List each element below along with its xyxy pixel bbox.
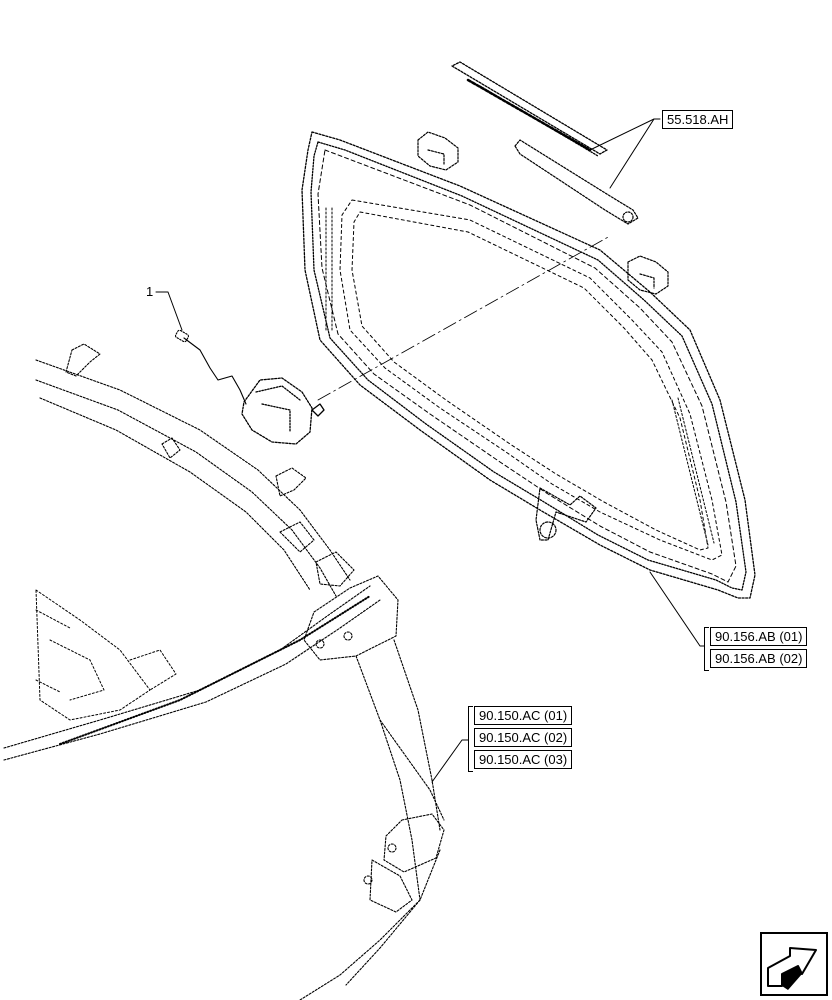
next-page-arrow-icon[interactable] (760, 932, 828, 996)
gas-strut (325, 207, 715, 546)
ref-door-seal-01[interactable]: 90.156.AB (01) (710, 627, 808, 646)
wiper-motor (241, 377, 325, 445)
door-seal (301, 131, 756, 599)
callout-leader-1 (155, 291, 183, 331)
ref-frame-02[interactable]: 90.150.AC (02) (474, 728, 573, 747)
corner-post (299, 575, 445, 1000)
rear-glass (339, 199, 723, 561)
ref-door-seal-02[interactable]: 90.156.AB (02) (710, 649, 808, 668)
ref-bracket-door-seal (704, 627, 709, 671)
wiper-blade (451, 61, 608, 157)
roof-beam (3, 585, 381, 761)
wiper-arm (514, 139, 639, 225)
alignment-centerline (317, 235, 611, 401)
ref-wiper-link[interactable]: 55.518.AH (662, 110, 734, 129)
door-latch (535, 487, 597, 541)
reference-leaders (431, 118, 705, 783)
cab-interior (35, 589, 177, 721)
ref-bracket-frame (468, 706, 473, 772)
hinge-left (417, 131, 459, 171)
hinge-right (627, 255, 669, 295)
ref-frame-01[interactable]: 90.150.AC (01) (474, 706, 573, 725)
cab-roof (35, 343, 355, 597)
callout-item-1: 1 (146, 284, 154, 299)
ref-frame-03[interactable]: 90.150.AC (03) (474, 750, 573, 769)
motor-cable (174, 329, 247, 405)
